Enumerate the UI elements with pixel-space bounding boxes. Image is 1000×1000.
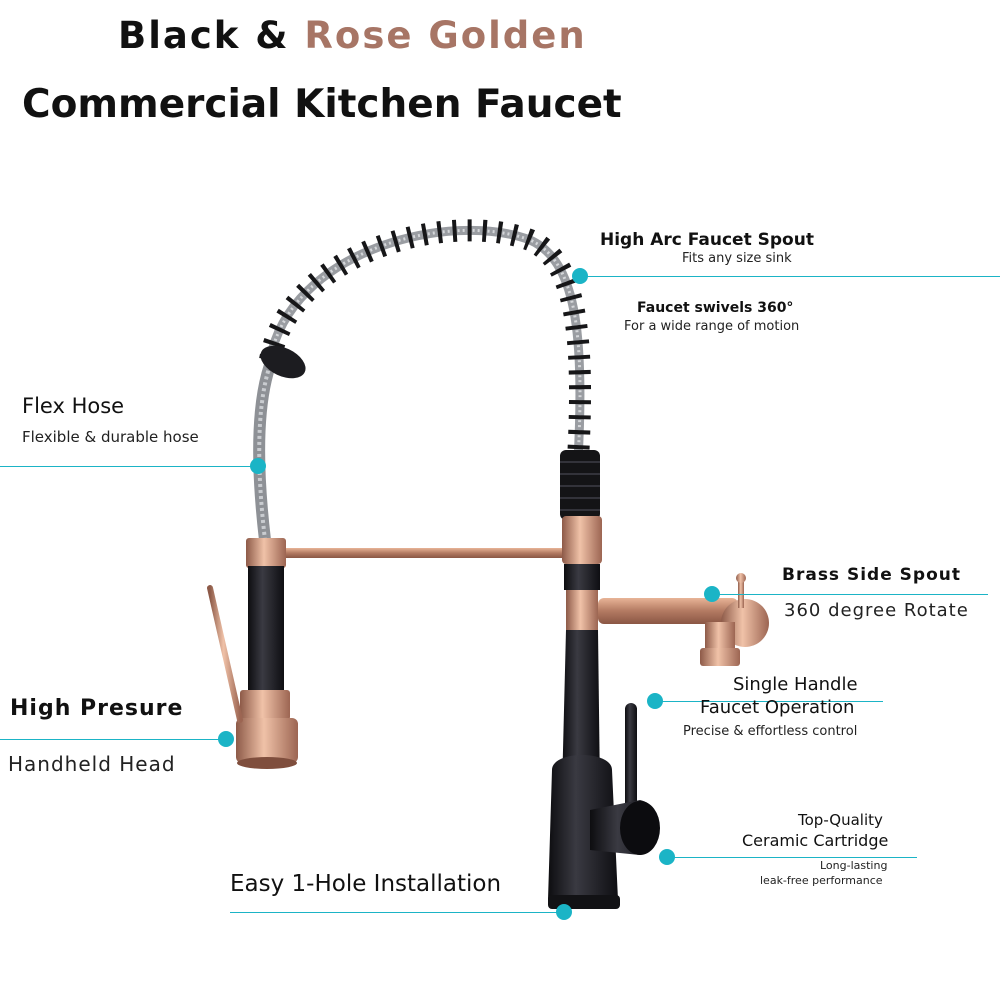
high-arc-line bbox=[580, 276, 1000, 277]
installation-marker bbox=[556, 904, 572, 920]
flex-hose-shape bbox=[253, 363, 276, 541]
high-arc-title: High Arc Faucet Spout bbox=[600, 230, 814, 250]
spring-coil bbox=[259, 219, 592, 461]
cartridge-subtitle-1: Long-lasting bbox=[820, 859, 888, 872]
flex-hose-line bbox=[0, 466, 258, 467]
high-pressure-marker bbox=[218, 731, 234, 747]
arc-core bbox=[265, 225, 585, 461]
page-title: Commercial Kitchen Faucet bbox=[22, 82, 622, 127]
title-line-1: Black & Rose Golden bbox=[118, 14, 587, 57]
flex-hose-subtitle: Flexible & durable hose bbox=[22, 428, 199, 446]
cartridge-subtitle-2: leak-free performance bbox=[760, 874, 883, 887]
swivel-title: Faucet swivels 360° bbox=[637, 300, 794, 316]
high-pressure-line bbox=[0, 739, 226, 740]
flex-hose-title: Flex Hose bbox=[22, 394, 125, 418]
single-handle-title-2: Faucet Operation bbox=[700, 697, 855, 718]
installation-title: Easy 1-Hole Installation bbox=[230, 871, 502, 897]
swivel-subtitle: For a wide range of motion bbox=[624, 319, 800, 334]
high-pressure-title: High Presure bbox=[10, 696, 184, 721]
single-handle-title-1: Single Handle bbox=[733, 674, 858, 695]
side-spout-subtitle: 360 degree Rotate bbox=[784, 600, 969, 621]
cartridge-title-2: Ceramic Cartridge bbox=[742, 831, 889, 850]
side-spout-marker bbox=[704, 586, 720, 602]
single-handle-line bbox=[655, 701, 883, 702]
cartridge-line bbox=[667, 857, 917, 858]
cartridge-marker bbox=[659, 849, 675, 865]
side-spout-title: Brass Side Spout bbox=[782, 565, 961, 585]
high-arc-subtitle: Fits any size sink bbox=[682, 251, 792, 266]
single-handle-marker bbox=[647, 693, 663, 709]
cartridge-title-1: Top-Quality bbox=[798, 811, 883, 829]
high-arc-marker bbox=[572, 268, 588, 284]
installation-line bbox=[230, 912, 564, 913]
high-pressure-subtitle: Handheld Head bbox=[8, 752, 176, 776]
title-black: Black & bbox=[118, 14, 305, 57]
side-spout-line bbox=[712, 594, 988, 595]
title-rose-golden: Rose Golden bbox=[304, 14, 587, 57]
flex-hose-marker bbox=[250, 458, 266, 474]
single-handle-subtitle: Precise & effortless control bbox=[683, 724, 858, 739]
